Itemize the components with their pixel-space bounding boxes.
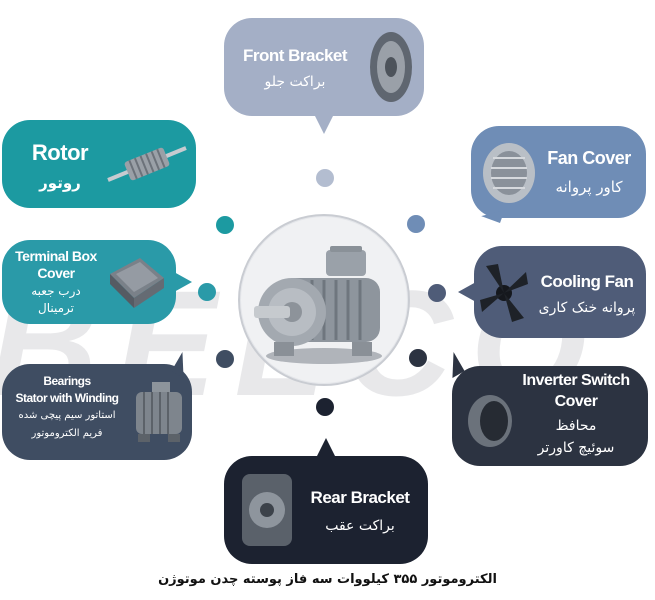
- rotor-en: Rotor: [31, 140, 89, 165]
- bubble-rear-bracket: Rear Bracket براکت عقب: [224, 438, 428, 564]
- cooling-fan-icon: [480, 264, 528, 322]
- connector-dot-terminal: [198, 283, 216, 301]
- bubble-rotor: Rotor روتور: [2, 120, 196, 208]
- bubble-terminal-box: Terminal Box Cover درب جعبه ترمینال: [2, 240, 192, 324]
- connector-dot-bearings: [216, 350, 234, 368]
- cooling-fan-fa: پروانه خنک کاری: [538, 300, 636, 316]
- front-bracket-icon: [370, 32, 412, 102]
- fan-cover-icon: [483, 143, 535, 203]
- diagram-caption: الکتروموتور ۳۵۵ کیلووات سه فاز پوسته چدن…: [158, 572, 497, 587]
- fan-cover-fa: کاور پروانه: [555, 178, 623, 196]
- bearings-fa-2: فریم الکتروموتور: [31, 428, 103, 439]
- inverter-cover-fa-1: محافظ: [555, 418, 597, 434]
- connector-dot-rotor: [216, 216, 234, 234]
- connector-dot-front: [316, 169, 334, 187]
- rotor-icon: [107, 146, 187, 182]
- front-bracket-en: Front Bracket: [242, 46, 348, 65]
- bubble-cooling-fan: Cooling Fan پروانه خنک کاری: [458, 246, 646, 338]
- rear-bracket-en: Rear Bracket: [310, 488, 410, 507]
- fan-cover-en: Fan Cover: [547, 148, 631, 168]
- terminal-box-icon: [110, 258, 164, 308]
- motor-center: [238, 214, 410, 386]
- connector-dot-inverter: [409, 349, 427, 367]
- rotor-fa: روتور: [39, 174, 81, 192]
- cooling-fan-en: Cooling Fan: [540, 272, 634, 291]
- bearings-en-1: Bearings: [43, 374, 91, 388]
- terminal-box-fa-1: درب جعبه: [31, 284, 81, 298]
- bubble-fan-cover: Fan Cover کاور پروانه: [471, 126, 646, 223]
- rear-bracket-fa: براکت عقب: [325, 518, 395, 534]
- stator-icon: [136, 382, 182, 442]
- terminal-box-en-2: Cover: [37, 265, 75, 281]
- terminal-box-fa-2: ترمینال: [37, 301, 74, 315]
- connector-dot-cooling-fan: [428, 284, 446, 302]
- terminal-box-en-1: Terminal Box: [15, 248, 97, 264]
- bearings-en-2: Stator with Winding: [15, 391, 119, 405]
- inverter-cover-icon: [468, 395, 512, 447]
- bubble-bearings-stator: Bearings Stator with Winding استاتور سیم…: [2, 351, 195, 460]
- connector-dot-rear: [316, 398, 334, 416]
- bearings-fa-1: استاتور سیم پیچی شده: [18, 410, 116, 421]
- connector-dot-fan-cover: [407, 215, 425, 233]
- bubble-inverter-cover: Inverter Switch Cover محافظ سوئیچ کاورتر: [441, 351, 648, 466]
- inverter-cover-en-1: Inverter Switch: [522, 372, 630, 389]
- rear-bracket-icon: [242, 474, 292, 546]
- inverter-cover-en-2: Cover: [554, 393, 598, 410]
- bubble-front-bracket: Front Bracket براکت جلو: [224, 18, 424, 134]
- motor-icon: [254, 246, 382, 364]
- inverter-cover-fa-2: سوئیچ کاورتر: [537, 440, 615, 456]
- front-bracket-fa: براکت جلو: [264, 74, 326, 90]
